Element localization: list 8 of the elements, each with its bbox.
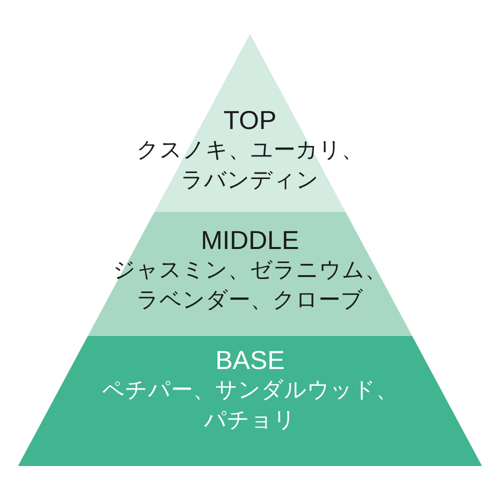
ingredient-list: ジャスミン、ゼラニウム、ラベンダー、クローブ — [108, 255, 392, 315]
tier-title: BASE — [215, 345, 285, 375]
ingredient-list: ペチパー、サンダルウッド、パチョリ — [99, 375, 401, 435]
tier-title: TOP — [224, 105, 276, 135]
pyramid-tier — [18, 336, 482, 466]
pyramid-tier — [88, 212, 412, 336]
ingredient-list: クスノキ、ユーカリ、ラバンディン — [134, 135, 366, 195]
tier-title: MIDDLE — [200, 225, 300, 255]
